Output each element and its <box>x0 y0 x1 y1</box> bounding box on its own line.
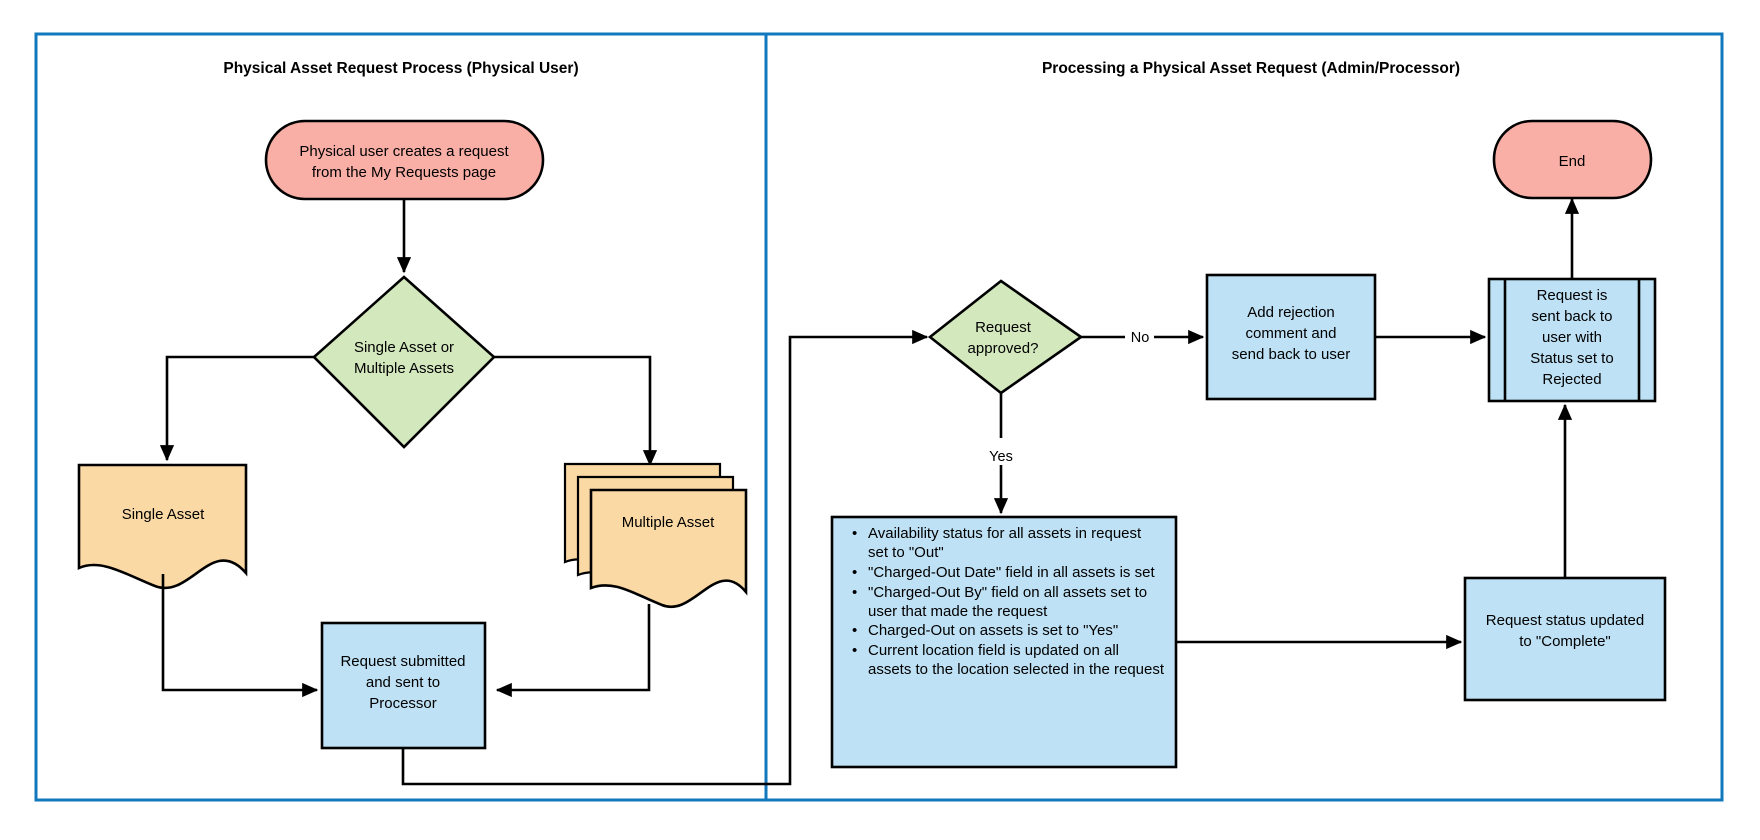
asset-count-decision-line1: Single Asset or <box>354 339 454 356</box>
right-panel-title: Processing a Physical Asset Request (Adm… <box>1042 60 1460 77</box>
asset-count-decision-line2: Multiple Assets <box>354 360 454 377</box>
left-panel-title: Physical Asset Request Process (Physical… <box>223 60 578 77</box>
request-sent-back-line4: Status set to <box>1530 350 1613 367</box>
diagram-frame <box>34 32 1724 802</box>
bullet-item: Charged-Out on assets is set to "Yes" <box>852 622 1164 641</box>
bullet-item: Availability status for all assets in re… <box>852 525 1164 563</box>
multiple-asset-label: Multiple Asset <box>622 514 715 531</box>
request-sent-back-line1: Request is <box>1537 287 1608 304</box>
request-submitted-line3: Processor <box>369 695 437 712</box>
node-start-terminator <box>264 119 545 201</box>
edge-label-no: No <box>1131 330 1150 346</box>
request-submitted-line1: Request submitted <box>340 653 465 670</box>
node-multiple-asset-document-front <box>589 488 748 609</box>
node-single-asset-document <box>77 463 248 590</box>
add-rejection-line3: send back to user <box>1232 346 1350 363</box>
bullet-item: "Charged-Out By" field on all assets set… <box>852 584 1164 622</box>
edge-multiple-asset-to-request-submitted <box>495 604 651 698</box>
edge-single-asset-to-request-submitted <box>161 574 319 698</box>
request-approved-line1: Request <box>975 319 1032 336</box>
request-sent-back-line2: sent back to <box>1532 308 1613 325</box>
edge-decision-to-single-asset <box>159 355 314 462</box>
asset-updates-bullet-list: Availability status for all assets in re… <box>846 525 1164 680</box>
request-submitted-line2: and sent to <box>366 674 440 691</box>
bullet-item: Current location field is updated on all… <box>852 642 1164 680</box>
request-status-complete-line2: to "Complete" <box>1519 633 1611 650</box>
request-sent-back-line5: Rejected <box>1542 371 1601 388</box>
edge-request-submitted-to-approved-decision <box>401 329 929 786</box>
start-terminator-line2: from the My Requests page <box>312 164 496 181</box>
edge-decision-to-multiple-asset <box>494 355 658 467</box>
node-add-rejection-comment <box>1205 273 1377 401</box>
node-asset-count-decision <box>312 275 496 449</box>
node-request-sent-back <box>1487 277 1657 403</box>
edge-label-yes: Yes <box>989 449 1013 465</box>
add-rejection-line2: comment and <box>1246 325 1337 342</box>
request-status-complete-line1: Request status updated <box>1486 612 1644 629</box>
end-terminator-label: End <box>1559 153 1586 170</box>
asset-updates-bullet-container: Availability status for all assets in re… <box>846 525 1164 761</box>
node-request-approved-decision <box>927 279 1084 395</box>
node-end-terminator <box>1492 119 1653 200</box>
add-rejection-line1: Add rejection <box>1247 304 1335 321</box>
start-terminator-line1: Physical user creates a request <box>299 143 509 160</box>
request-approved-line2: approved? <box>968 340 1039 357</box>
node-request-submitted <box>320 621 487 750</box>
node-request-status-complete <box>1463 576 1667 702</box>
single-asset-label: Single Asset <box>122 506 205 523</box>
bullet-item: "Charged-Out Date" field in all assets i… <box>852 564 1164 583</box>
request-sent-back-line3: user with <box>1542 329 1602 346</box>
